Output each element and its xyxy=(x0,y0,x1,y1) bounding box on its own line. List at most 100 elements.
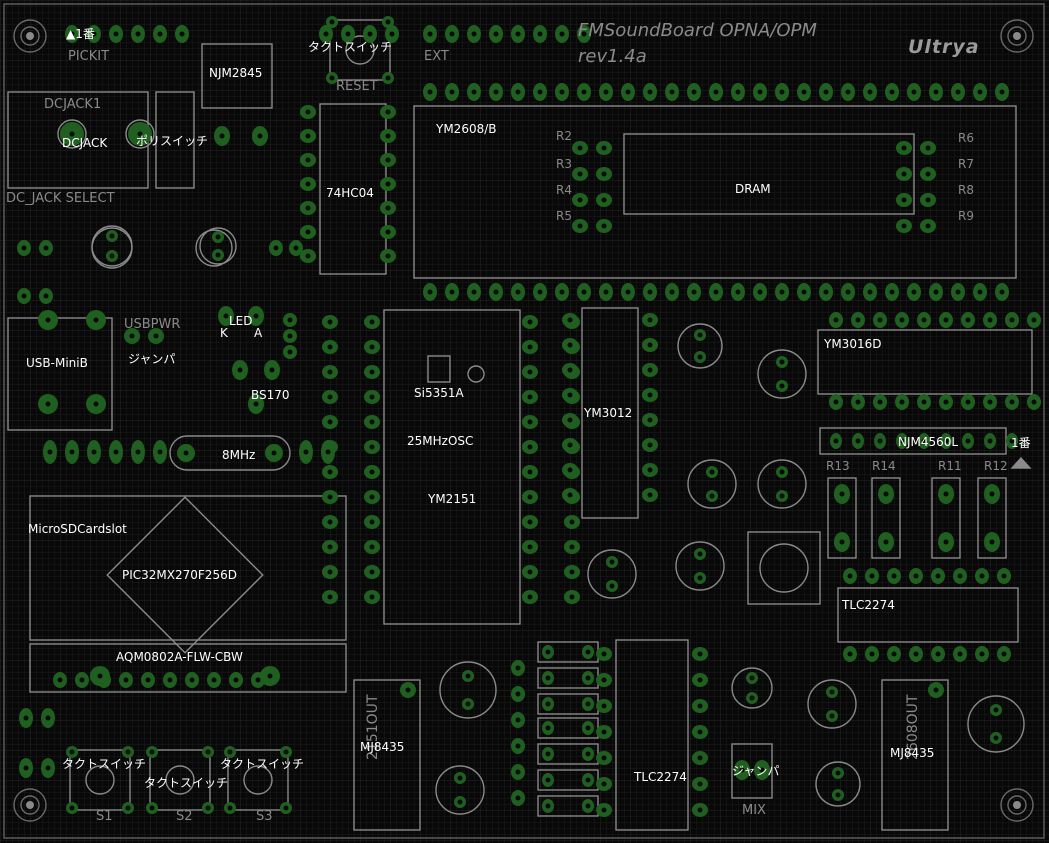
pad-hole xyxy=(1009,438,1015,444)
pad-hole xyxy=(515,691,521,697)
pad-hole xyxy=(999,289,1005,295)
pad-hole xyxy=(567,367,573,373)
tact-switch-outline xyxy=(69,749,131,811)
pad-hole xyxy=(581,31,587,37)
pad-hole xyxy=(273,245,279,251)
pad-hole xyxy=(697,781,703,787)
jumper-mix-outline xyxy=(731,743,773,799)
pad-hole xyxy=(325,449,331,455)
pad-hole xyxy=(369,519,375,525)
pad-hole xyxy=(759,767,765,773)
pad-hole xyxy=(581,89,587,95)
pad-hole xyxy=(385,229,391,235)
dcjack-pad xyxy=(57,119,87,149)
pad-hole xyxy=(697,677,703,683)
pad-hole xyxy=(735,289,741,295)
pad-hole xyxy=(839,539,845,545)
pad-hole xyxy=(527,419,533,425)
pad-hole xyxy=(21,293,27,299)
pad-hole xyxy=(457,799,463,805)
pad-hole xyxy=(609,559,615,565)
pad-hole xyxy=(891,573,897,579)
resistor-outline xyxy=(871,477,901,559)
pad-hole xyxy=(835,792,841,798)
pad-hole xyxy=(545,675,551,681)
pad-hole xyxy=(23,765,29,771)
pad-hole xyxy=(801,89,807,95)
pad-hole xyxy=(601,807,607,813)
pad-hole xyxy=(943,539,949,545)
pad-hole xyxy=(329,75,335,81)
pad-hole xyxy=(369,419,375,425)
capacitor-outline xyxy=(199,227,237,265)
pad-hole xyxy=(567,317,573,323)
pad-hole xyxy=(471,289,477,295)
pad-hole xyxy=(835,770,841,776)
capacitor-outline xyxy=(439,661,497,719)
pad-hole xyxy=(527,444,533,450)
pad-hole xyxy=(601,781,607,787)
capacitor-outline xyxy=(807,679,857,729)
pad-hole xyxy=(921,438,927,444)
capacitor-outline xyxy=(757,459,807,509)
pad-hole xyxy=(1009,399,1015,405)
pad-hole xyxy=(367,31,373,37)
pad-hole xyxy=(515,795,521,801)
pad-hole xyxy=(585,675,591,681)
pad-hole xyxy=(45,401,51,407)
pad-hole xyxy=(369,469,375,475)
pad-hole xyxy=(899,399,905,405)
pad-hole xyxy=(493,289,499,295)
pad-hole xyxy=(577,197,583,203)
pad-hole xyxy=(493,31,499,37)
pad-hole xyxy=(965,438,971,444)
pad-hole xyxy=(883,491,889,497)
pad-hole xyxy=(933,89,939,95)
pad-hole xyxy=(327,594,333,600)
pad-hole xyxy=(303,449,309,455)
pad-hole xyxy=(601,703,607,709)
pad-hole xyxy=(647,89,653,95)
polyswitch-outline xyxy=(155,91,195,189)
pad-hole xyxy=(427,89,433,95)
mount-hole-center xyxy=(1013,32,1021,40)
pad-hole xyxy=(965,399,971,405)
pad-hole xyxy=(925,171,931,177)
pad-hole xyxy=(237,367,243,373)
pad-hole xyxy=(471,31,477,37)
pad-hole xyxy=(925,223,931,229)
resistor-outline xyxy=(977,477,1007,559)
trimmer-dial xyxy=(759,543,809,593)
pad-hole xyxy=(955,89,961,95)
pad-hole xyxy=(287,349,293,355)
pad-hole xyxy=(569,544,575,550)
pad-hole xyxy=(1031,317,1037,323)
pad-hole xyxy=(779,469,785,475)
pad-hole xyxy=(601,755,607,761)
trimmer-outline xyxy=(747,531,821,605)
pad-hole xyxy=(123,677,129,683)
mount-hole xyxy=(13,788,47,822)
capacitor-outline xyxy=(587,549,637,599)
pad-hole xyxy=(601,171,607,177)
pad-hole xyxy=(977,89,983,95)
pad-hole xyxy=(965,317,971,323)
pad-hole xyxy=(189,677,195,683)
pad-hole xyxy=(427,289,433,295)
pad-hole xyxy=(601,223,607,229)
pad-hole xyxy=(369,544,375,550)
pad-hole xyxy=(527,494,533,500)
pad-hole xyxy=(515,743,521,749)
pad-hole xyxy=(901,171,907,177)
pad-hole xyxy=(43,245,49,251)
pad-hole xyxy=(935,651,941,657)
pad-hole xyxy=(385,253,391,259)
pad-hole xyxy=(537,289,543,295)
pad-hole xyxy=(305,205,311,211)
pad-hole xyxy=(911,89,917,95)
pad-hole xyxy=(647,342,653,348)
pad-hole xyxy=(369,594,375,600)
capacitor-outline xyxy=(757,349,807,399)
pad-hole xyxy=(129,333,135,339)
